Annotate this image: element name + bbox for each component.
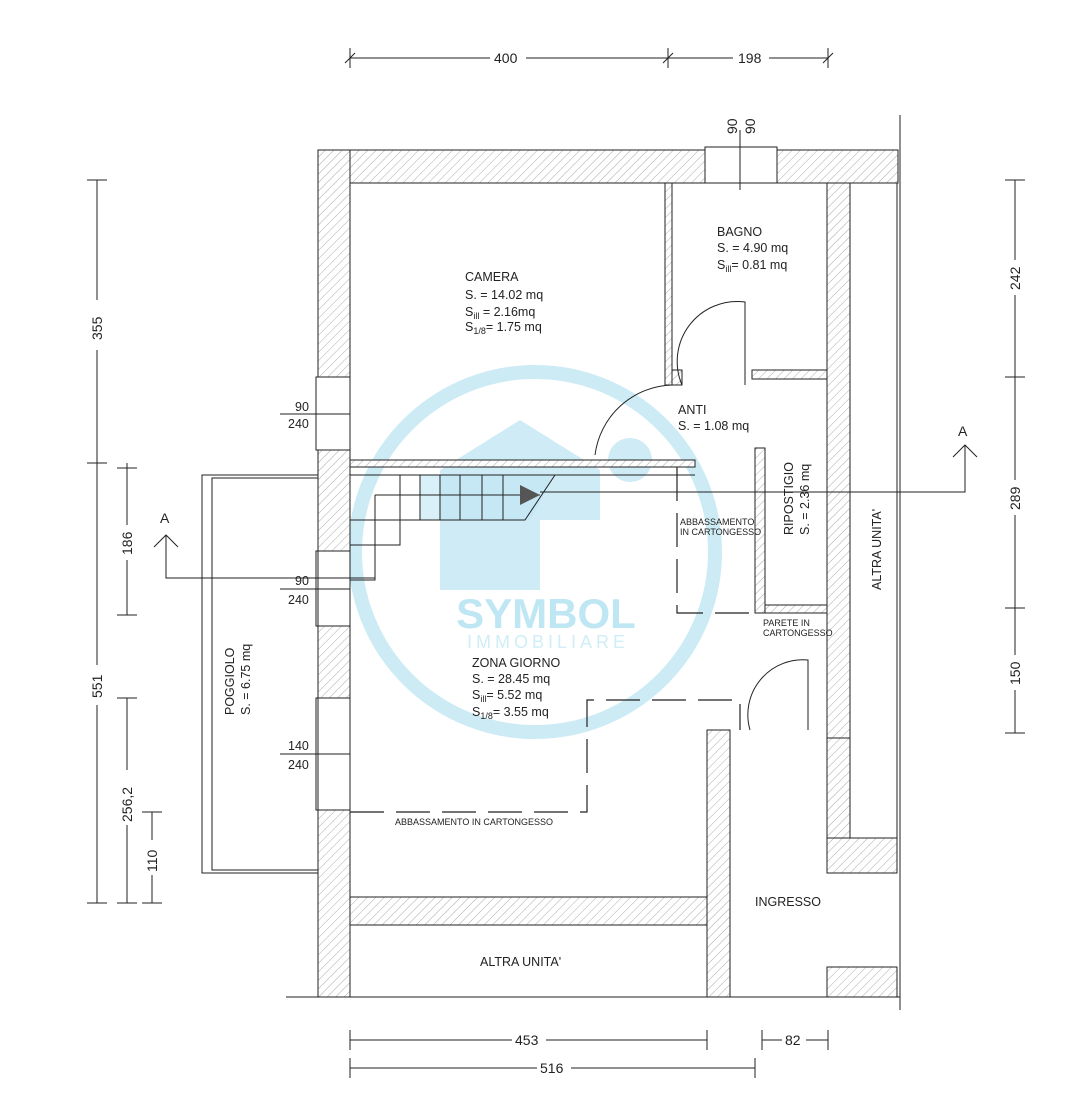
svg-text:516: 516 <box>540 1060 564 1076</box>
stairs <box>350 474 695 581</box>
svg-text:453: 453 <box>515 1032 539 1048</box>
svg-text:S1/8= 1.75 mq: S1/8= 1.75 mq <box>465 320 542 336</box>
svg-text:BAGNO: BAGNO <box>717 225 762 239</box>
dimension-labels: 400 198 90 90 355 551 186 256,2 110 242 … <box>89 49 1023 1077</box>
section-line: A A <box>153 423 978 579</box>
svg-text:198: 198 <box>738 50 762 66</box>
svg-text:Sill = 2.16mq: Sill = 2.16mq <box>465 305 535 321</box>
svg-text:82: 82 <box>785 1032 801 1048</box>
window-1-width: 90 <box>295 400 309 414</box>
svg-text:256,2: 256,2 <box>119 787 135 822</box>
svg-text:S. = 2.36 mq: S. = 2.36 mq <box>798 464 812 535</box>
room-ingresso: INGRESSO <box>755 895 821 909</box>
svg-text:Sill= 5.52 mq: Sill= 5.52 mq <box>472 688 542 704</box>
note-abbassamento-2: ABBASSAMENTO IN CARTONGESSO <box>395 817 553 827</box>
window-3-width: 140 <box>288 739 309 753</box>
window-2-height: 240 <box>288 593 309 607</box>
room-bagno: BAGNO S. = 4.90 mq Sill= 0.81 mq <box>717 225 788 274</box>
svg-text:ZONA GIORNO: ZONA GIORNO <box>472 656 560 670</box>
room-anti: ANTI S. = 1.08 mq <box>678 403 749 433</box>
note-abbassamento-1a: ABBASSAMENTO <box>680 517 754 527</box>
windows: 90 240 90 240 140 240 <box>280 376 351 811</box>
svg-text:150: 150 <box>1007 661 1023 685</box>
svg-text:90: 90 <box>724 118 740 134</box>
window-2-width: 90 <box>295 574 309 588</box>
svg-text:CAMERA: CAMERA <box>465 270 519 284</box>
room-poggiolo: POGGIOLO S. = 6.75 mq <box>223 644 253 715</box>
svg-text:355: 355 <box>89 316 105 340</box>
svg-text:S. = 28.45 mq: S. = 28.45 mq <box>472 672 550 686</box>
svg-text:242: 242 <box>1007 266 1023 290</box>
svg-text:S. = 1.08 mq: S. = 1.08 mq <box>678 419 749 433</box>
svg-text:S. = 6.75 mq: S. = 6.75 mq <box>239 644 253 715</box>
room-zona-giorno: ZONA GIORNO S. = 28.45 mq Sill= 5.52 mq … <box>472 656 560 721</box>
svg-text:Sill= 0.81 mq: Sill= 0.81 mq <box>717 258 787 274</box>
abbassamento-zone-1 <box>676 467 755 614</box>
svg-text:S. = 14.02 mq: S. = 14.02 mq <box>465 288 543 302</box>
svg-text:551: 551 <box>89 674 105 698</box>
svg-text:POGGIOLO: POGGIOLO <box>223 647 237 715</box>
note-parete-b: CARTONGESSO <box>763 628 833 638</box>
svg-text:400: 400 <box>494 50 518 66</box>
watermark-sub: IMMOBILIARE <box>467 632 629 652</box>
watermark-brand: SYMBOL <box>456 590 636 637</box>
room-ripostigio: RIPOSTIGIO S. = 2.36 mq <box>782 462 812 535</box>
doors <box>594 301 809 731</box>
svg-text:S. = 4.90 mq: S. = 4.90 mq <box>717 241 788 255</box>
svg-text:RIPOSTIGIO: RIPOSTIGIO <box>782 462 796 535</box>
room-camera: CAMERA S. = 14.02 mq Sill = 2.16mq S1/8=… <box>465 270 543 336</box>
note-parete-a: PARETE IN <box>763 618 810 628</box>
abbassamento-zone-2 <box>350 699 741 813</box>
section-mark-right: A <box>958 423 968 439</box>
svg-text:S1/8= 3.55 mq: S1/8= 3.55 mq <box>472 705 549 721</box>
svg-text:110: 110 <box>144 849 160 872</box>
window-1-height: 240 <box>288 417 309 431</box>
svg-text:90: 90 <box>742 118 758 134</box>
walls <box>286 115 901 1010</box>
svg-text:ANTI: ANTI <box>678 403 706 417</box>
note-abbassamento-1b: IN CARTONGESSO <box>680 527 761 537</box>
poggiolo-outline <box>201 474 319 874</box>
section-mark-left: A <box>160 510 170 526</box>
room-altra-unita-bottom: ALTRA UNITA' <box>480 955 561 969</box>
dimension-lines <box>87 48 1025 1078</box>
svg-text:186: 186 <box>119 531 135 555</box>
window-3-height: 240 <box>288 758 309 772</box>
svg-text:289: 289 <box>1007 486 1023 510</box>
room-altra-unita-right: ALTRA UNITA' <box>870 509 884 590</box>
